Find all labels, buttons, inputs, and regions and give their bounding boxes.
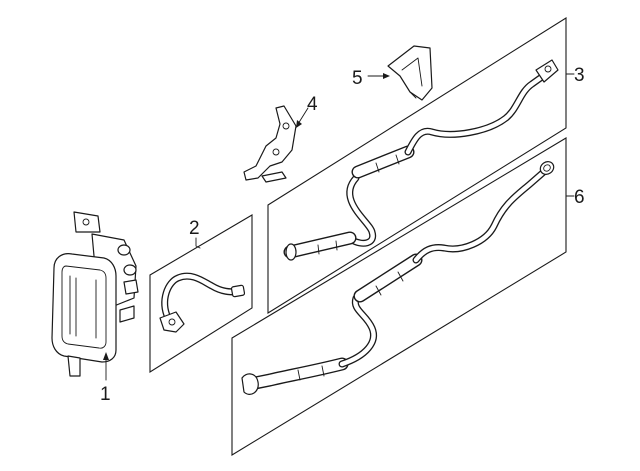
callout-4: 4 bbox=[307, 94, 318, 115]
part-6-cooler-line[interactable] bbox=[241, 159, 556, 395]
callout-6: 6 bbox=[574, 187, 585, 208]
part-5-bracket[interactable] bbox=[387, 45, 433, 101]
part-1-oil-cooler[interactable] bbox=[51, 211, 139, 377]
callout-5: 5 bbox=[352, 68, 363, 89]
part-3-cooler-line[interactable] bbox=[283, 59, 559, 261]
leader-lines bbox=[103, 73, 575, 381]
part-2-tube[interactable] bbox=[159, 272, 246, 333]
callout-2: 2 bbox=[189, 218, 200, 239]
callout-3: 3 bbox=[574, 65, 585, 86]
callout-1: 1 bbox=[100, 384, 111, 405]
panel-part-2 bbox=[149, 214, 253, 373]
part-4-bracket[interactable] bbox=[243, 105, 297, 183]
